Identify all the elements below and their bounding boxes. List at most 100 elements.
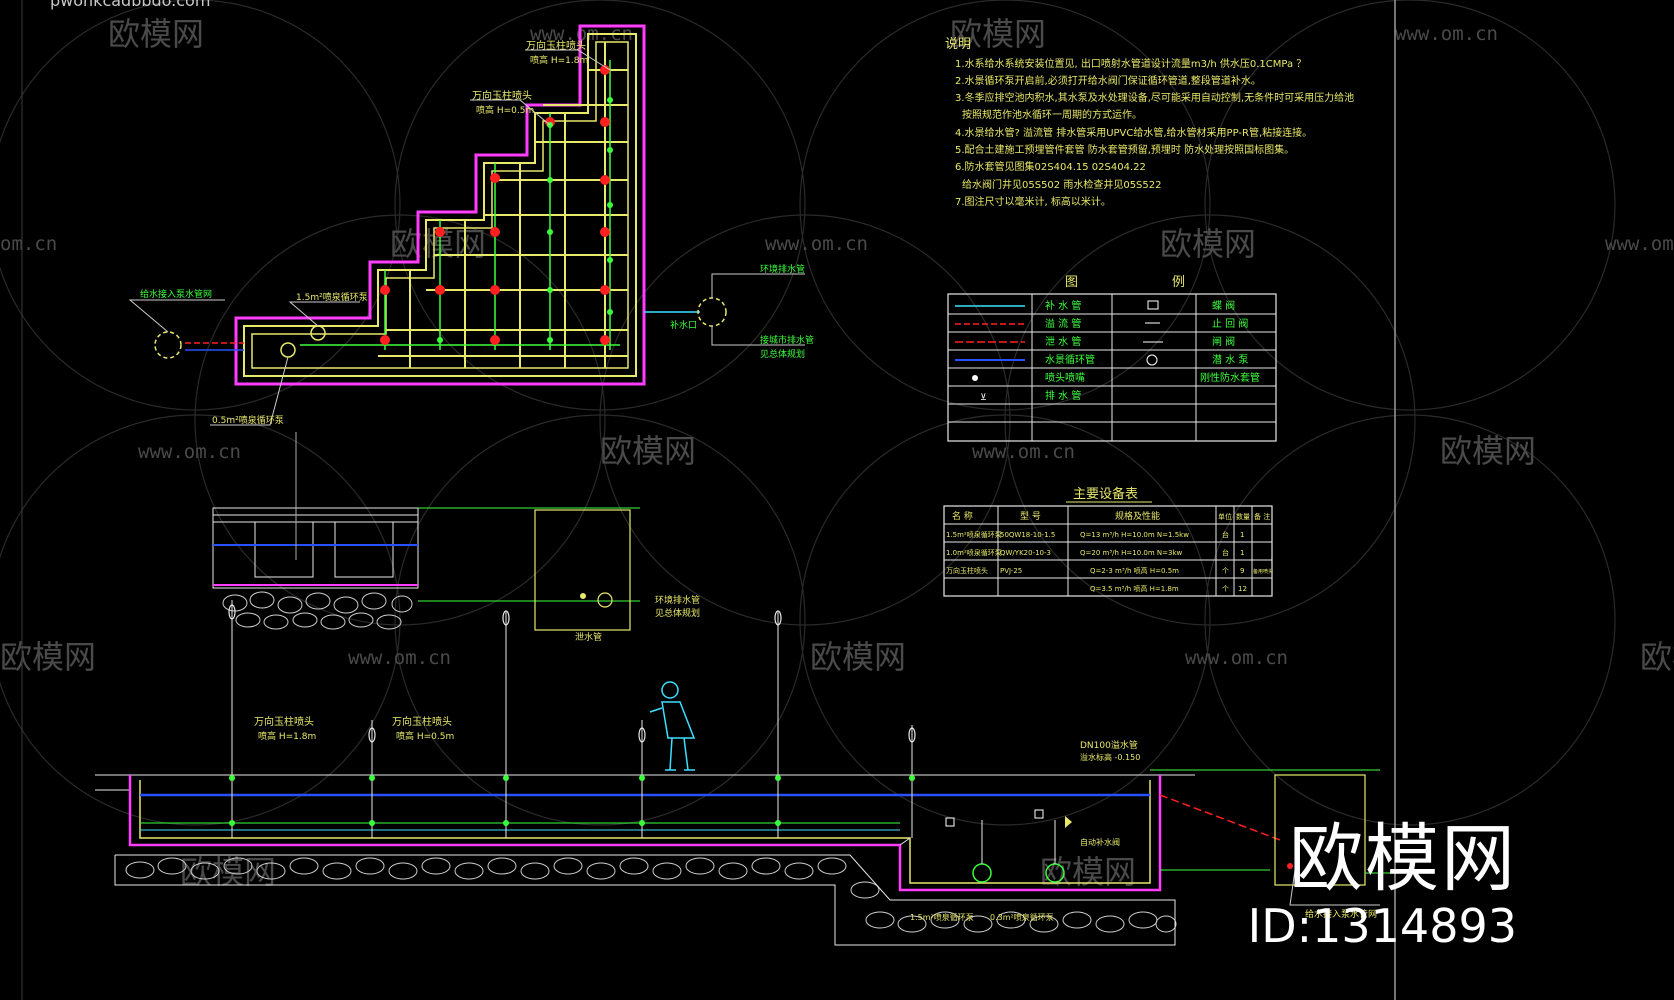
plan-nozzles (380, 65, 610, 345)
legend-item: 补 水 管 (1045, 299, 1081, 312)
submersible-pump-icon (1146, 354, 1158, 366)
gravel-pattern (125, 857, 1177, 933)
table-cell: 9 (1240, 567, 1244, 575)
table-cell: Q=20 m³/h H=10.0m N=3kw (1080, 549, 1183, 557)
manhole-icon (697, 297, 727, 327)
table-cell: PVJ-25 (1000, 567, 1022, 575)
leader-line (128, 299, 225, 333)
table-cell: 万向玉柱喷头 (946, 566, 988, 575)
butterfly-valve-icon (1034, 809, 1044, 819)
table-cell: Q=13 m³/h H=10.0m N=1.5kw (1080, 531, 1189, 539)
legend-item: 刚性防水套管 (1200, 371, 1260, 384)
section-view: 万向玉柱喷头 喷高 H=1.8m 万向玉柱喷头 喷高 H=0.5m DN100溢… (95, 600, 1395, 946)
watermark-url: www.om.cn (765, 233, 868, 255)
section-valve-label: 自动补水阀 (1080, 837, 1120, 847)
table-cell: Q=2-3 m³/h 喷高 H=0.5m (1090, 566, 1179, 575)
plan-nozzle-label: 万向玉柱喷头 (472, 89, 532, 102)
legend-item: 喷头喷嘴 (1045, 372, 1085, 384)
drain-legend-icon: ⊻ (980, 393, 987, 403)
legend-item: 水景循环管 (1045, 353, 1095, 366)
valve-well-icon (154, 331, 182, 359)
legend-table: 图 例 补 水 管 溢 流 管 泄 水 管 水景循环管 喷头喷嘴 排 水 管 蝶… (947, 275, 1277, 442)
notes-heading: 说明 (945, 37, 971, 52)
watermark-brand: 欧模网 (1160, 225, 1256, 263)
nozzle-legend-icon (972, 375, 978, 381)
table-cell: 个 (1222, 585, 1229, 593)
plan-outline-outer (234, 24, 646, 386)
legend-item: 泄 水 管 (1045, 335, 1081, 348)
top-cut-label: pwonkcadbbdo.com (50, 0, 210, 10)
legend-item: 止 回 阀 (1212, 317, 1248, 330)
pump-icon (972, 863, 992, 883)
nozzle-icon (600, 285, 610, 295)
watermark-url: www.om.cn (1395, 23, 1498, 45)
watermark-brand: 欧模网 (0, 638, 96, 676)
legend-item: 溢 流 管 (1045, 317, 1081, 330)
nozzle-icon (435, 285, 445, 295)
gravel-pattern (222, 591, 413, 630)
detail-section: 环境排水管 见总体规划 泄水管 (212, 432, 700, 643)
plan-view: 给水接入泵水管网 环境排水管 接城市排水管 见总体规划 补水口 万向玉柱喷头 喷… (128, 24, 814, 426)
detail-label: 泄水管 (575, 631, 602, 643)
equipment-table: 主要设备表 名 称 型 号 规格及性能 单位 数量 备 注 1.5m²喷泉循环泵… (943, 486, 1273, 597)
table-header: 规格及性能 (1115, 510, 1160, 522)
nozzle-head-icons (228, 604, 916, 743)
nozzle-icon (490, 335, 500, 345)
plan-outline-core (251, 41, 629, 369)
brand-title: 欧模网 (1289, 816, 1517, 902)
pump-icon (280, 342, 296, 358)
section-nozzle-spec: 喷高 H=0.5m (396, 730, 454, 742)
brand-id: ID:1314893 (1247, 899, 1517, 953)
watermark-url: www.om.cn (1605, 233, 1674, 255)
plan-outlet-label: 见总体规划 (760, 348, 805, 360)
watermark-brand: 欧模网 (950, 15, 1046, 53)
watermark-brand: 欧模网 (1440, 432, 1536, 470)
leader-line (525, 49, 611, 71)
table-cell: 1.0m²喷泉循环泵 (946, 548, 1002, 557)
detail-label: 环境排水管 (655, 594, 700, 606)
section-nozzle-label: 万向玉柱喷头 (392, 715, 452, 728)
butterfly-valve-icon (945, 817, 955, 827)
table-cell: 50QW18-10-1.5 (1000, 531, 1055, 539)
notes-line: 按照规范作池水循环一周期的方式运作。 (962, 108, 1142, 121)
legend-item: 蝶 阀 (1212, 299, 1235, 312)
section-nozzle-label: 万向玉柱喷头 (254, 715, 314, 728)
notes-line: 7.图注尺寸以毫米计, 标高以米计。 (955, 195, 1111, 208)
notes-line: 1.水系给水系统安装位置见, 出口喷射水管道设计流量m3/h 供水压0.1CMP… (955, 57, 1306, 70)
table-header: 型 号 (1020, 511, 1041, 522)
table-cell: 台 (1222, 530, 1229, 539)
table-cell: 1 (1240, 531, 1244, 539)
detail-label: 见总体规划 (655, 607, 700, 619)
auto-valve-icon (1065, 816, 1072, 828)
plan-pump-label: 1.5m²喷泉循环泵 (296, 291, 368, 303)
table-cell: 个 (1222, 567, 1229, 575)
watermark-brand: 欧模网 (1040, 853, 1136, 891)
table-header: 备 注 (1254, 512, 1270, 521)
pump-icon (310, 325, 326, 341)
table-cell: 台 (1222, 548, 1229, 557)
plan-pump-label: 0.5m²喷泉循环泵 (212, 414, 284, 426)
leader-line (210, 356, 289, 426)
notes-line: 3.冬季应排空池内积水,其水泵及水处理设备,尽可能采用自动控制,无条件时可采用压… (955, 91, 1354, 104)
leader-line (288, 301, 360, 327)
watermark-layer: 欧模网 欧模网 欧模网 欧模网 欧模网 欧模网 欧模网 欧模网 欧模网 欧模网 … (0, 0, 1674, 891)
plan-inlet-label: 给水接入泵水管网 (140, 288, 212, 300)
legend-title: 图 例 (1065, 275, 1185, 290)
table-cell: 1.5m²喷泉循环泵 (946, 530, 1002, 539)
table-header: 数量 (1236, 512, 1250, 521)
notes-line: 6.防水套管见图集02S404.15 02S404.22 (955, 160, 1146, 173)
section-pump-label: 1.5m²喷泉循环泵 (910, 912, 974, 922)
leader-line (711, 273, 805, 298)
table-cell: 备用喷头 (1253, 568, 1273, 575)
nozzle-icon (600, 175, 610, 185)
legend-item: 闸 阀 (1212, 335, 1235, 348)
pump-icon (597, 592, 613, 608)
nozzle-icon (600, 335, 610, 345)
table-cell: QW/YK20-10-3 (1000, 549, 1051, 557)
plan-nozzle-label: 万向玉柱喷头 (526, 39, 586, 52)
leader-line (711, 326, 805, 346)
watermark-brand: 欧模网 (810, 638, 906, 676)
nozzle-icon (490, 227, 500, 237)
watermark-brand: 欧模网 (1640, 638, 1674, 676)
